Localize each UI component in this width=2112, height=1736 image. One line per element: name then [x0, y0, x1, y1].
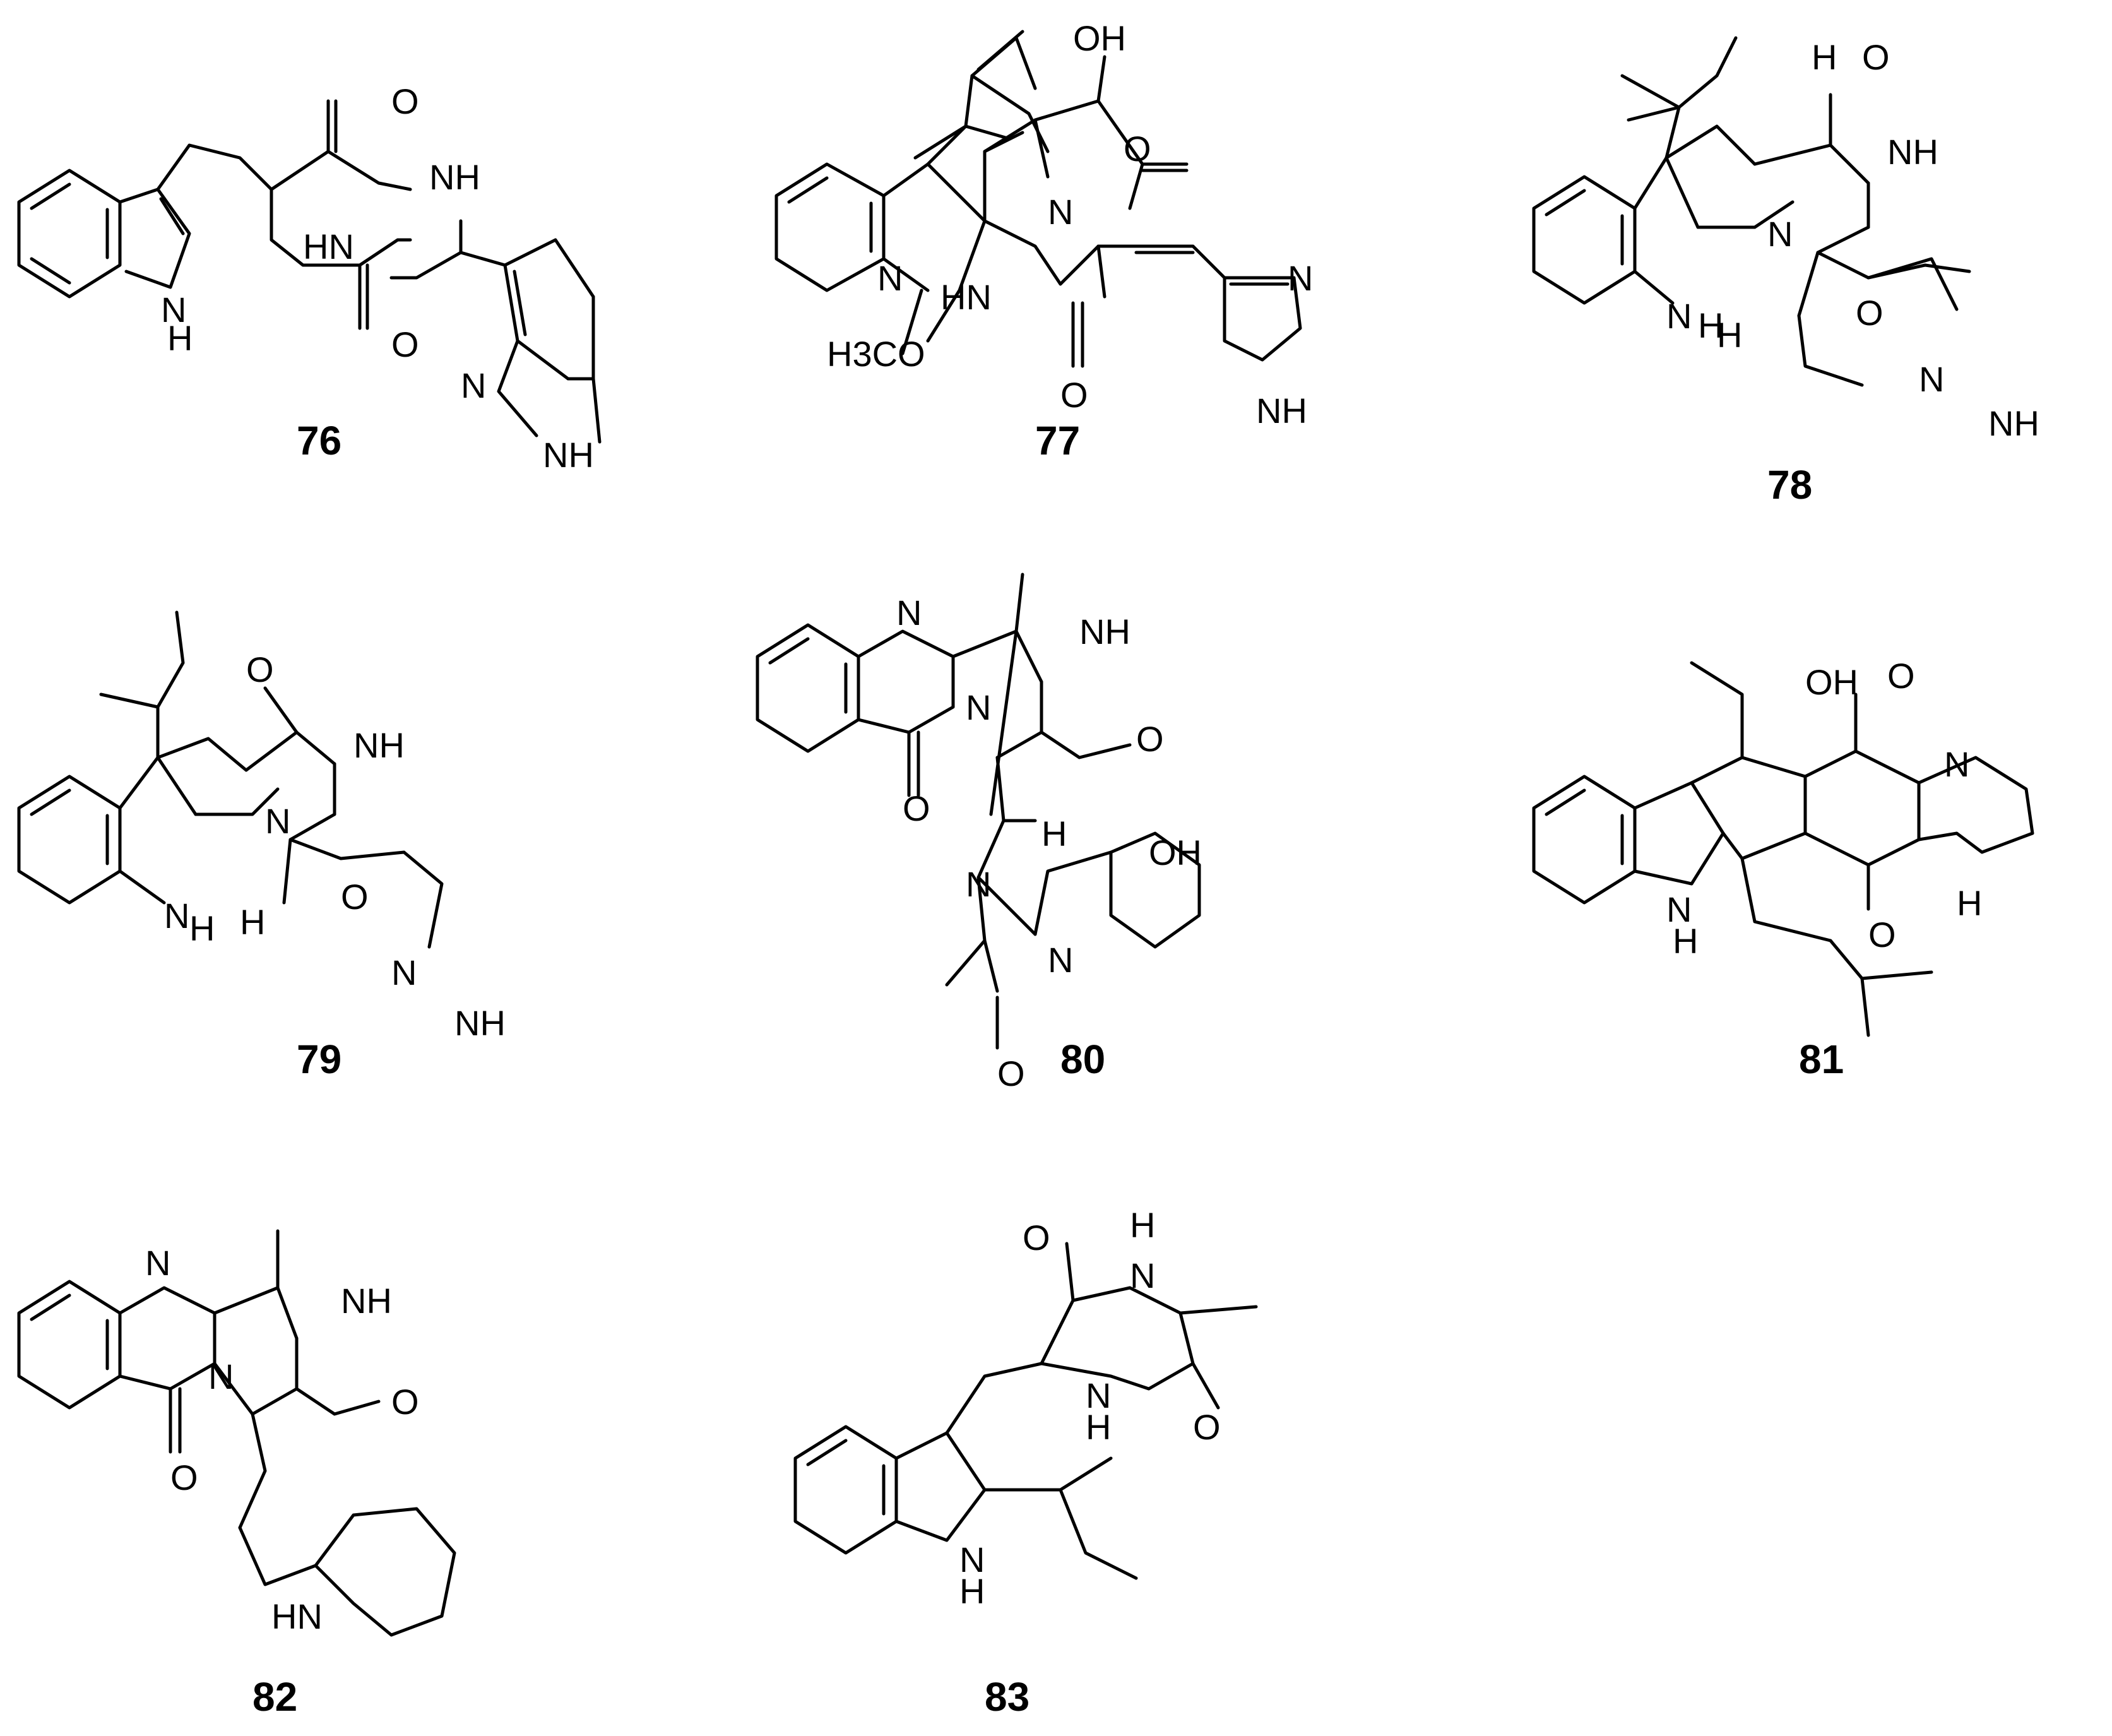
atom-76-0: O [391, 81, 419, 121]
atom-81-4: H [1673, 921, 1698, 961]
atom-82-2: N [208, 1357, 234, 1396]
atom-78-7: H [1717, 315, 1742, 355]
atom-81-1: O [1887, 656, 1915, 696]
bonds-79 [17, 610, 444, 949]
atom-79-3: O [341, 877, 369, 917]
bonds-77 [774, 30, 1302, 368]
atom-78-1: O [1862, 37, 1890, 77]
atom-77-2: N [1048, 192, 1073, 232]
atom-80-8: N [1048, 940, 1073, 980]
atom-81-5: O [1868, 915, 1896, 954]
atom-79-6: H [240, 902, 265, 942]
atom-76-3: O [391, 324, 419, 364]
atom-76-7: H [167, 318, 193, 358]
compound-label-79: 79 [297, 1037, 341, 1082]
atom-80-5: H [1041, 814, 1067, 853]
atom-81-3: N [1666, 889, 1692, 929]
bonds-81 [1532, 661, 2034, 1037]
atom-76-6: N [161, 290, 186, 330]
atom-82-4: O [170, 1458, 198, 1497]
atom-80-9: O [997, 1054, 1025, 1093]
compound-label-81: 81 [1799, 1037, 1844, 1082]
atom-78-0: H [1812, 37, 1837, 77]
atom-80-2: N [966, 687, 991, 727]
atom-77-5: O [1060, 375, 1088, 415]
atom-82-5: HN [271, 1596, 323, 1636]
atom-78-2: NH [1887, 132, 1938, 172]
atom-79-2: N [265, 801, 290, 841]
atom-83-1: H [1130, 1205, 1155, 1245]
atom-79-5: H [189, 908, 215, 948]
atom-81-6: H [1957, 883, 1982, 923]
atom-83-3: N [1086, 1376, 1111, 1415]
atom-77-8: NH [1256, 391, 1307, 431]
atom-80-7: N [966, 864, 991, 904]
compound-label-77: 77 [1035, 418, 1080, 463]
atom-83-2: N [1130, 1256, 1155, 1295]
atom-77-1: O [1124, 129, 1151, 169]
atom-80-6: OH [1149, 833, 1202, 872]
atom-81-0: OH [1805, 662, 1858, 702]
atom-82-3: O [391, 1382, 419, 1422]
bonds-76 [17, 99, 602, 444]
atom-83-4: H [1086, 1407, 1111, 1447]
atom-83-7: H [959, 1571, 985, 1611]
atom-79-4: N [164, 896, 189, 936]
atom-83-5: O [1193, 1407, 1221, 1447]
compound-78: H O NH N O N H H N NH 78 [1532, 36, 2039, 508]
compound-label-78: 78 [1767, 462, 1812, 508]
atom-77-6: H3CO [827, 334, 925, 374]
atom-76-4: N [461, 366, 486, 405]
atom-77-3: N [877, 258, 903, 298]
atom-80-0: N [896, 593, 922, 633]
atom-78-3: N [1767, 214, 1793, 254]
atom-80-1: NH [1079, 612, 1130, 651]
atom-83-6: N [959, 1540, 985, 1579]
atom-76-2: HN [303, 227, 354, 266]
compound-label-80: 80 [1060, 1037, 1105, 1082]
bonds-80 [756, 573, 1201, 1050]
compound-label-76: 76 [297, 418, 341, 463]
compound-79: O NH N O N H H N NH 79 [17, 610, 506, 1082]
compound-81: OH O N N H O H 81 [1532, 656, 2034, 1082]
atom-79-8: NH [454, 1003, 506, 1043]
bonds-78 [1532, 36, 1971, 387]
atom-79-7: N [391, 953, 417, 992]
compound-77: OH O N N HN O H3CO N NH 77 [774, 18, 1313, 463]
atom-79-0: O [246, 650, 274, 689]
atom-76-5: NH [543, 435, 594, 475]
compound-76: O NH HN O N NH N H 76 [17, 81, 602, 475]
atom-77-0: OH [1073, 18, 1126, 58]
compound-82: N NH N O O HN 82 [17, 1229, 456, 1720]
atom-78-5: N [1666, 296, 1692, 336]
atom-77-7: N [1288, 258, 1313, 298]
atom-77-4: HN [940, 277, 992, 317]
compound-83: O H N N H O N H 83 [793, 1205, 1258, 1720]
atom-80-3: O [1136, 719, 1164, 759]
atom-81-2: N [1944, 744, 1969, 784]
atom-78-4: O [1856, 293, 1884, 333]
compound-80: N NH N O O H OH N N O 80 [756, 573, 1202, 1093]
atom-78-6: H [1698, 306, 1723, 345]
atom-82-1: NH [341, 1281, 392, 1321]
compound-label-82: 82 [252, 1674, 297, 1720]
atom-79-1: NH [353, 725, 405, 765]
atom-82-0: N [145, 1243, 170, 1283]
atom-78-9: NH [1988, 403, 2039, 443]
atom-83-0: O [1023, 1218, 1050, 1257]
atom-76-1: NH [429, 157, 480, 197]
compound-label-83: 83 [985, 1674, 1029, 1720]
bonds-82 [17, 1229, 456, 1637]
atom-80-4: O [903, 788, 930, 828]
bonds-83 [793, 1242, 1258, 1580]
atom-78-8: N [1919, 359, 1944, 399]
